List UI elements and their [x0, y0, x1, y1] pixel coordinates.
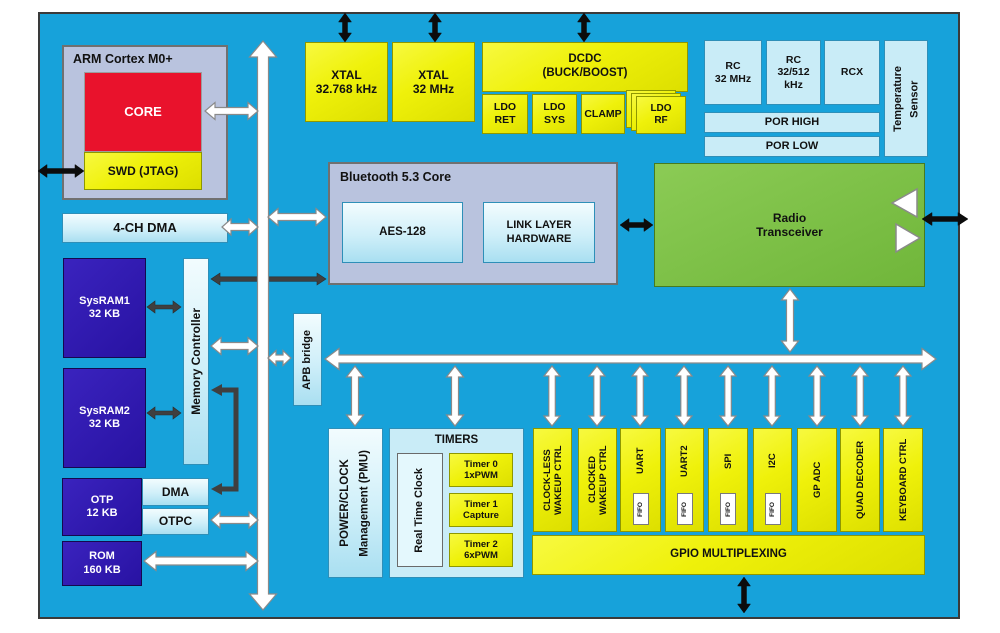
pmu-label: POWER/CLOCK Management (PMU): [338, 449, 371, 557]
block-core: CORE: [84, 72, 202, 152]
block-real-time-clock: Real Time Clock: [397, 453, 443, 567]
apb-bridge-label: APB bridge: [300, 329, 313, 390]
memory-controller-label: Memory Controller: [188, 308, 203, 415]
block-clocked-wakeup-ctrl: CLOCKED WAKEUP CTRL: [578, 428, 617, 532]
i2c-fifo: FIFO: [764, 493, 781, 525]
block-rc-32-512khz: RC 32/512 kHz: [766, 40, 821, 105]
block-por-high: POR HIGH: [704, 112, 880, 133]
block-aes-128: AES-128: [342, 202, 463, 263]
block-otpc: OTPC: [142, 508, 209, 535]
block-dcdc: DCDC (BUCK/BOOST): [482, 42, 688, 92]
block-keyboard-ctrl: KEYBOARD CTRL: [883, 428, 923, 532]
block-link-layer-hardware: LINK LAYER HARDWARE: [483, 202, 595, 263]
block-radio-transceiver: Radio Transceiver: [654, 163, 925, 287]
peripheral-label: CLOCKED WAKEUP CTRL: [586, 445, 609, 515]
block-sysram2: SysRAM2 32 KB: [63, 368, 146, 468]
block-gp-adc: GP ADC: [797, 428, 837, 532]
peripheral-label: UART: [635, 447, 646, 475]
arm-cortex-title: ARM Cortex M0+: [73, 52, 173, 66]
block-clockless-wakeup-ctrl: CLOCK-LESS WAKEUP CTRL: [533, 428, 572, 532]
peripheral-label: KEYBOARD CTRL: [897, 438, 909, 522]
peripheral-label: CLOCK-LESS WAKEUP CTRL: [541, 445, 564, 515]
block-otp-dma: DMA: [142, 478, 209, 506]
uart-fifo: FIFO: [632, 493, 649, 525]
spi-fifo: FIFO: [720, 493, 736, 525]
block-clamp: CLAMP: [581, 94, 625, 134]
block-timer2: Timer 2 6xPWM: [449, 533, 513, 567]
block-4ch-dma: 4-CH DMA: [62, 213, 228, 243]
block-apb-bridge: APB bridge: [293, 313, 322, 406]
block-uart: UART FIFO: [620, 428, 661, 532]
block-ldo-sys: LDO SYS: [532, 94, 577, 134]
block-otp: OTP 12 KB: [62, 478, 142, 536]
peripheral-label: QUAD DECODER: [854, 440, 866, 520]
block-temperature-sensor: Temperature Sensor: [884, 40, 928, 157]
block-xtal-32768khz: XTAL 32.768 kHz: [305, 42, 388, 122]
block-swd-jtag: SWD (JTAG): [84, 152, 202, 190]
block-por-low: POR LOW: [704, 136, 880, 157]
block-pmu: POWER/CLOCK Management (PMU): [328, 428, 383, 578]
block-gpio-multiplexing: GPIO MULTIPLEXING: [532, 535, 925, 575]
block-ldo-rf-stack: LDO RF: [626, 90, 688, 136]
block-timer0: Timer 0 1xPWM: [449, 453, 513, 487]
bluetooth-core-title: Bluetooth 5.3 Core: [340, 170, 452, 184]
block-timer1: Timer 1 Capture: [449, 493, 513, 527]
peripheral-label: I2C: [767, 453, 778, 469]
temperature-sensor-label: Temperature Sensor: [891, 65, 921, 132]
block-quad-decoder: QUAD DECODER: [840, 428, 880, 532]
timers-title: TIMERS: [434, 434, 479, 446]
peripheral-label: UART2: [679, 445, 690, 477]
uart2-fifo: FIFO: [676, 493, 693, 525]
block-uart2: UART2 FIFO: [665, 428, 704, 532]
fifo-label: FIFO: [769, 501, 776, 517]
fifo-label: FIFO: [724, 501, 732, 517]
block-rcx: RCX: [824, 40, 880, 105]
block-ldo-ret: LDO RET: [482, 94, 528, 134]
block-memory-controller: Memory Controller: [183, 258, 209, 465]
peripheral-label: SPI: [722, 453, 734, 469]
block-xtal-32mhz: XTAL 32 MHz: [392, 42, 475, 122]
block-rom: ROM 160 KB: [62, 541, 142, 586]
fifo-label: FIFO: [681, 501, 688, 517]
real-time-clock-label: Real Time Clock: [413, 467, 426, 553]
block-ldo-rf: LDO RF: [636, 96, 686, 134]
block-rc-32mhz: RC 32 MHz: [704, 40, 762, 105]
block-i2c: I2C FIFO: [753, 428, 792, 532]
fifo-label: FIFO: [637, 501, 644, 517]
peripheral-label: GP ADC: [811, 461, 823, 499]
block-spi: SPI FIFO: [708, 428, 748, 532]
block-sysram1: SysRAM1 32 KB: [63, 258, 146, 358]
